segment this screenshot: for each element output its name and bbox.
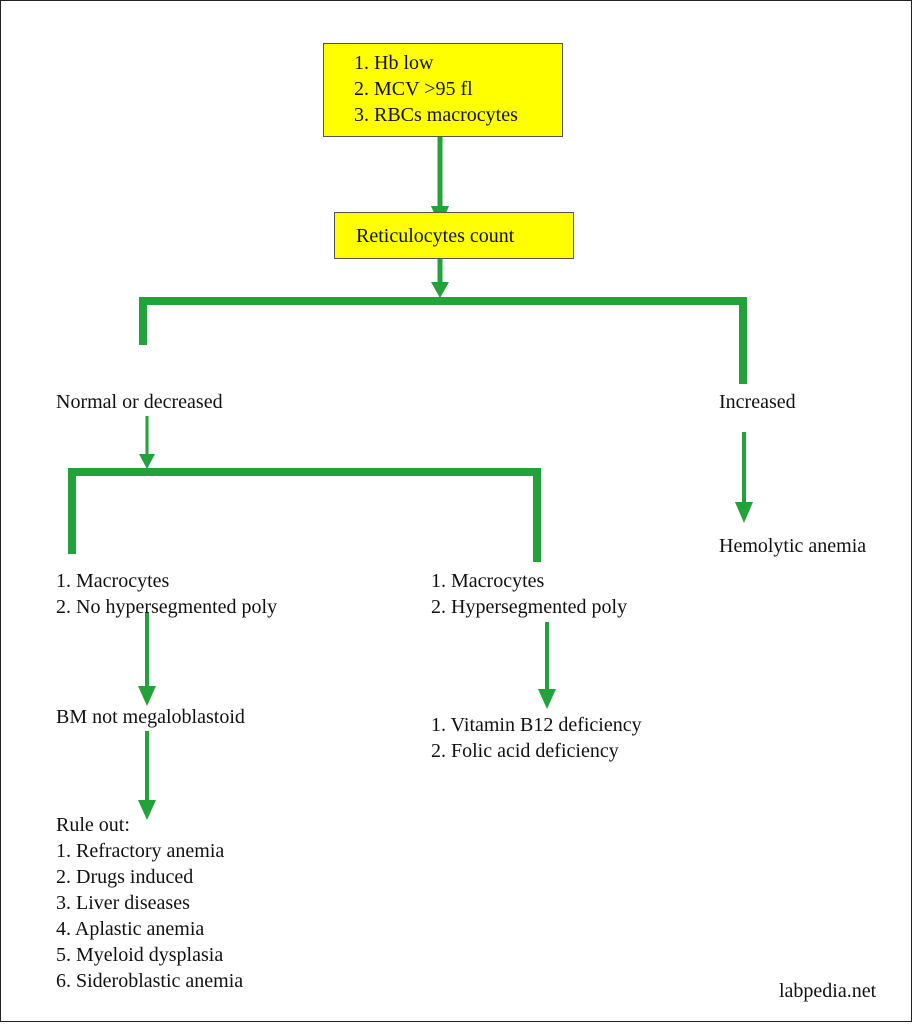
branch-normal — [68, 468, 541, 562]
hemolytic-anemia-label: Hemolytic anemia — [719, 535, 867, 557]
normal-or-decreased-label: Normal or decreased — [56, 391, 223, 413]
rule-out-line-2: 2. Drugs induced — [56, 866, 194, 888]
arrowhead-lower-branch — [139, 454, 155, 469]
deficiency-line-2: 2. Folic acid deficiency — [431, 740, 619, 762]
no-hypersegmented-block: 1. Macrocytes 2. No hypersegmented poly — [56, 568, 277, 620]
hyper-line-2: 2. Hypersegmented poly — [431, 596, 628, 618]
watermark: labpedia.net — [779, 980, 877, 1002]
rule-out-line-1: 1. Refractory anemia — [56, 840, 225, 862]
arrowhead-branch — [431, 282, 449, 298]
arrowhead-hemolytic — [735, 502, 753, 523]
start-criteria-box: 1. Hb low 2. MCV >95 fl 3. RBCs macrocyt… — [323, 43, 563, 137]
hypersegmented-block: 1. Macrocytes 2. Hypersegmented poly — [431, 568, 627, 620]
rule-out-line-0: Rule out: — [56, 814, 130, 836]
hyper-line-1: 1. Macrocytes — [431, 570, 545, 592]
reticulocytes-label: Reticulocytes count — [356, 225, 515, 247]
arrowhead-bm — [138, 686, 156, 706]
deficiency-line-1: 1. Vitamin B12 deficiency — [431, 714, 642, 736]
deficiency-block: 1. Vitamin B12 deficiency 2. Folic acid … — [431, 712, 642, 764]
branch-reticulocytes — [139, 297, 747, 384]
rule-out-line-6: 6. Sideroblastic anemia — [56, 970, 244, 992]
arrowhead-ruleout — [138, 800, 156, 820]
no-hyper-line-2: 2. No hypersegmented poly — [56, 596, 278, 618]
reticulocytes-box: Reticulocytes count — [334, 212, 574, 259]
rule-out-line-3: 3. Liver diseases — [56, 892, 190, 914]
rule-out-block: Rule out: 1. Refractory anemia 2. Drugs … — [56, 812, 243, 994]
start-line-2: 2. MCV >95 fl — [354, 78, 473, 100]
rule-out-line-4: 4. Aplastic anemia — [56, 918, 205, 940]
bm-not-megaloblastoid-label: BM not megaloblastoid — [56, 706, 245, 728]
arrowhead-deficiency — [538, 689, 556, 709]
start-line-3: 3. RBCs macrocytes — [354, 104, 518, 126]
no-hyper-line-1: 1. Macrocytes — [56, 570, 170, 592]
increased-label: Increased — [719, 391, 796, 413]
start-line-1: 1. Hb low — [354, 52, 434, 74]
rule-out-line-5: 5. Myeloid dysplasia — [56, 944, 224, 966]
